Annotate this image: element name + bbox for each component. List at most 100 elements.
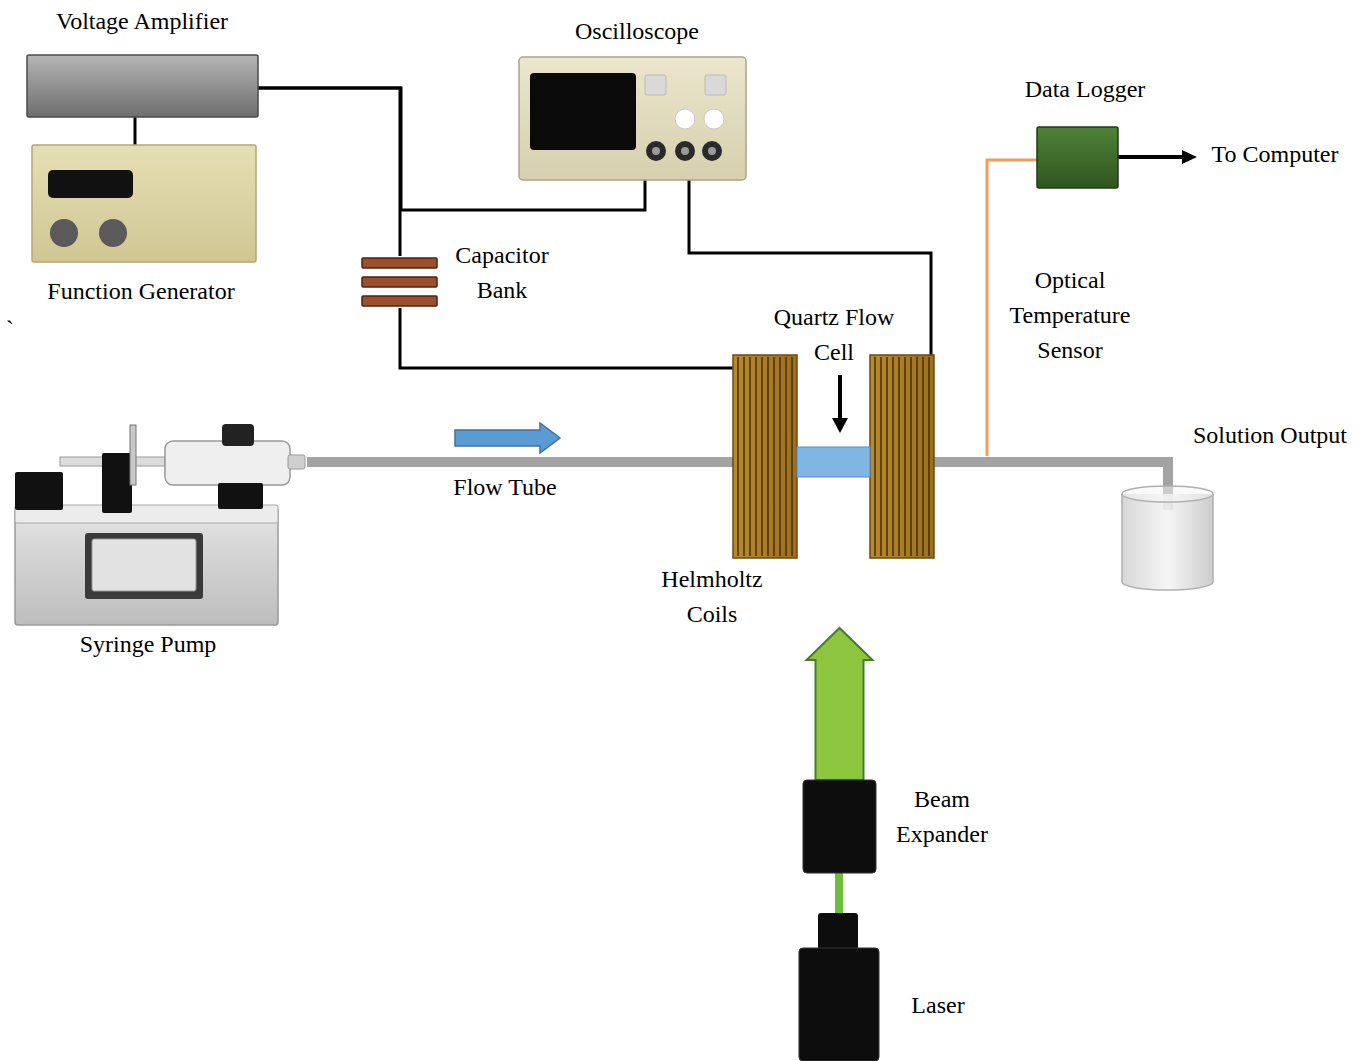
- device-label: Voltage Amplifier: [12, 4, 272, 39]
- capacitor-plate: [362, 277, 437, 287]
- coil-winding: [880, 357, 882, 556]
- amplifier-box: Voltage Amplifier: [27, 55, 258, 117]
- oscilloscope-connector-pin: [708, 147, 716, 155]
- annotation-label: `: [3, 312, 17, 347]
- node-shape: [1120, 484, 1216, 594]
- generator-body: [32, 145, 256, 262]
- flow-tube: [307, 457, 797, 467]
- pointer-arrow-head: [832, 418, 848, 433]
- syringe-barrel: [165, 441, 290, 485]
- coil-winding: [767, 357, 769, 556]
- coil-winding: [898, 357, 900, 556]
- pump-base: [15, 508, 278, 625]
- generator-display: [48, 170, 133, 198]
- coil-winding: [785, 357, 787, 556]
- coil-winding: [904, 357, 906, 556]
- expander-body: [803, 780, 876, 873]
- oscilloscope-dial: [704, 109, 724, 129]
- capacitor-plate: [362, 258, 437, 268]
- flow-direction-arrow: [455, 423, 560, 453]
- laser-nozzle: [818, 913, 858, 950]
- oscilloscope-connector: [702, 141, 722, 161]
- device-label: Function Generator: [11, 274, 271, 309]
- amplifier-body: [27, 55, 258, 117]
- device-label: Helmholtz Coils: [652, 562, 772, 632]
- oscilloscope-screen: [530, 73, 636, 150]
- laser-beam-arrow: [807, 628, 873, 780]
- coil-winding: [922, 357, 924, 556]
- capacitor-plate: [362, 296, 437, 306]
- node-shape: [519, 57, 746, 180]
- pump-holder: [15, 472, 63, 510]
- coil-winding: [791, 357, 793, 556]
- laser-body: [799, 948, 879, 1061]
- syringe-pump: Syringe Pump: [12, 420, 307, 630]
- node-shape: [360, 256, 440, 308]
- barrel-holder: [218, 483, 263, 509]
- annotation-label: Flow Tube: [425, 470, 585, 505]
- coil-winding: [761, 357, 763, 556]
- oscilloscope-button: [705, 75, 726, 95]
- node-shape: [803, 780, 876, 873]
- node-shape: [799, 913, 879, 1061]
- coil-winding: [928, 357, 930, 556]
- data-logger-box: Data Logger: [1037, 127, 1118, 188]
- device-label: Solution Output: [1175, 418, 1365, 453]
- coil-winding: [874, 357, 876, 556]
- logger-body: [1037, 127, 1118, 188]
- node-shape: [797, 447, 870, 477]
- coil-winding: [773, 357, 775, 556]
- node-shape: [27, 55, 258, 117]
- coil-winding: [779, 357, 781, 556]
- coil-winding: [886, 357, 888, 556]
- wire: [400, 308, 733, 368]
- generator-knob: [50, 219, 78, 247]
- plunger-flange: [130, 425, 136, 485]
- function-generator-box: Function Generator: [32, 145, 256, 262]
- oscilloscope-dial: [675, 109, 695, 129]
- device-label: Quartz Flow Cell: [754, 300, 914, 370]
- capacitor-symbol: Capacitor Bank: [360, 256, 440, 308]
- coil-winding: [743, 357, 745, 556]
- device-label: Beam Expander: [882, 782, 1002, 852]
- beaker-wall: [1122, 494, 1213, 590]
- flow-cell-body: [797, 447, 870, 477]
- computer-link-shaft: [1118, 155, 1184, 159]
- coil-winding: [749, 357, 751, 556]
- device-label: Data Logger: [985, 72, 1185, 107]
- device-label: Oscilloscope: [537, 14, 737, 49]
- node-shape: [32, 145, 256, 262]
- coil-body: [870, 355, 934, 558]
- pointer-arrow-shaft: [838, 375, 842, 420]
- device-label: Laser: [888, 988, 988, 1023]
- barrel-clamp: [222, 424, 254, 446]
- oscilloscope-body: [519, 57, 746, 180]
- oscilloscope-connector: [675, 141, 695, 161]
- oscilloscope-box: Oscilloscope: [519, 57, 746, 180]
- annotation-label: To Computer: [1200, 137, 1350, 172]
- laser-beam: [835, 873, 843, 913]
- oscilloscope-connector-pin: [652, 147, 660, 155]
- collection-beaker: Solution Output: [1120, 484, 1216, 594]
- device-label: Capacitor Bank: [437, 238, 567, 308]
- beaker-rim: [1122, 486, 1213, 502]
- coil-body: [733, 355, 797, 558]
- oscilloscope-connector-pin: [681, 147, 689, 155]
- pump-window: [92, 539, 196, 591]
- wire: [258, 88, 400, 256]
- computer-link-head: [1182, 150, 1197, 164]
- oscilloscope-connector: [646, 141, 666, 161]
- annotation-label: Optical Temperature Sensor: [990, 263, 1150, 368]
- node-shape: [1037, 127, 1118, 188]
- coil-winding: [755, 357, 757, 556]
- device-label: Syringe Pump: [48, 627, 248, 662]
- coil-winding: [910, 357, 912, 556]
- coil-winding: [737, 357, 739, 556]
- syringe-nozzle: [288, 455, 305, 469]
- oscilloscope-button: [645, 75, 666, 95]
- wire: [134, 117, 137, 145]
- pump-window-frame: [85, 533, 203, 599]
- coil-winding: [916, 357, 918, 556]
- coil-winding: [892, 357, 894, 556]
- plunger-pusher: [102, 453, 132, 513]
